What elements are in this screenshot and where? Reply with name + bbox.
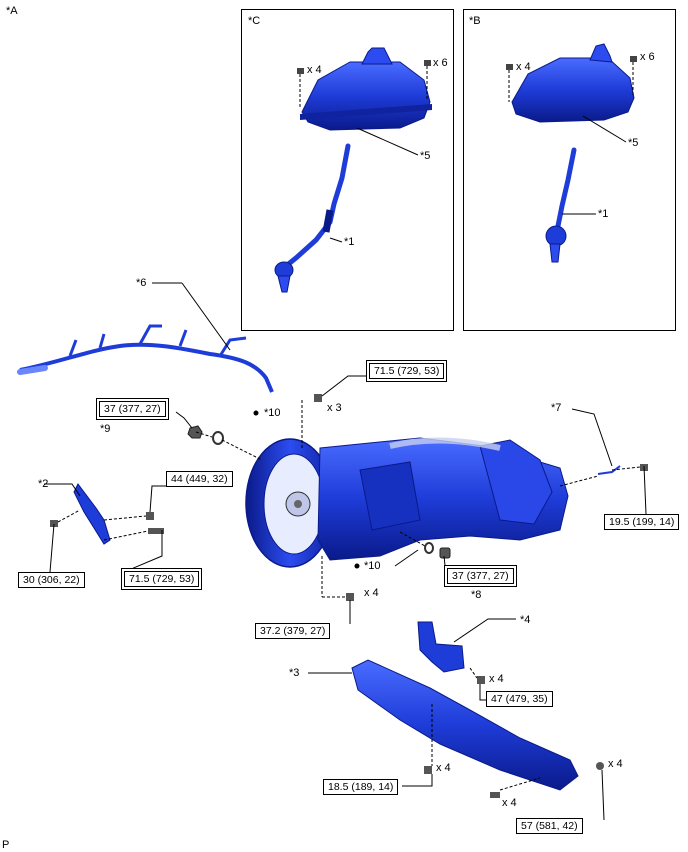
gasket-top [212,431,224,445]
panel-b-bolt-right-qty: x 6 [640,51,655,63]
qty-mount-bolt: x 4 [489,673,504,685]
torque-bracket-lower-value: 71.5 (729, 53) [124,571,200,587]
drain-plug-left [187,425,203,439]
torque-box-plug-left: 37 (377, 27) [96,398,169,420]
torque-box-top: 71.5 (729, 53) [366,360,448,382]
torque-plug-right-value: 37 (377, 27) [447,568,514,584]
panel-b-boot-callout: *5 [628,137,639,149]
panel-c-label: *C [248,15,261,27]
bracket-left [50,483,164,545]
gasket-top-callout: *10 [264,407,281,419]
panel-b-bolt-left-qty: x 4 [516,61,531,73]
torque-box-bracket-bolt: 30 (306, 22) [18,572,85,588]
panel-b-bolts [506,56,637,102]
qty-cross-bolt: x 4 [436,762,451,774]
figure-label: *A [6,5,18,17]
torque-box-bracket-lower: 71.5 (729, 53) [121,568,203,590]
harness-callout: *6 [136,277,147,289]
panel-c-shift-boot [300,47,432,131]
crossmember-callout: *3 [289,667,300,679]
torque-box-cross-bolt: 18.5 (189, 14) [323,779,399,795]
panel-c-bolt-right-qty: x 6 [433,57,448,69]
crossmember [351,659,604,798]
torque-box-bracket-upper: 44 (449, 32) [166,471,233,487]
panel-c-bolts [297,60,431,108]
qty-cross-lower: x 4 [502,797,517,809]
panel-b-label: *B [469,15,481,27]
dot-marker-top: ● [253,408,259,418]
transmission-assembly [245,437,569,568]
mount-callout: *4 [520,614,531,626]
engine-mount [417,621,485,684]
qty-top-bolt: x 3 [327,402,342,414]
torque-plug-left-value: 37 (377, 27) [99,401,166,417]
panel-c-shift-lever [274,143,351,293]
assembly-lines [57,400,641,791]
gasket-bottom-callout: *10 [364,560,381,572]
wire-harness [17,324,274,393]
plug-right-callout: *8 [471,589,482,601]
torque-box-cable-bolt: 19.5 (199, 14) [604,514,680,530]
corner-label: P [2,839,10,851]
torque-top-value: 71.5 (729, 53) [369,363,445,379]
panel-b [463,9,676,331]
torque-box-mount: 47 (479, 35) [486,691,553,707]
bracket-left-callout: *2 [38,478,49,490]
filler-plug-right [439,547,451,559]
top-bolt [314,394,322,402]
panel-b-shift-lever [545,147,577,263]
panel-b-lever-callout: *1 [598,208,609,220]
torque-box-plug-right: 37 (377, 27) [444,565,517,587]
leader-lines [44,375,647,821]
panel-c [241,9,454,331]
plug-left-callout: *9 [100,423,111,435]
torque-box-cross-right: 57 (581, 42) [516,818,583,834]
panel-c-bolt-left-qty: x 4 [307,64,322,76]
gasket-bottom [424,542,434,554]
dot-marker-bottom: ● [354,561,360,571]
cable-right-callout: *7 [551,402,562,414]
qty-bellhousing-bolt: x 4 [364,587,379,599]
panel-b-shift-boot [511,43,635,123]
panel-c-lever-callout: *1 [344,236,355,248]
panel-c-boot-callout: *5 [420,150,431,162]
bellhousing-bolt [346,593,354,601]
qty-cross-right: x 4 [608,758,623,770]
torque-box-bellhousing: 37.2 (379, 27) [255,623,331,639]
